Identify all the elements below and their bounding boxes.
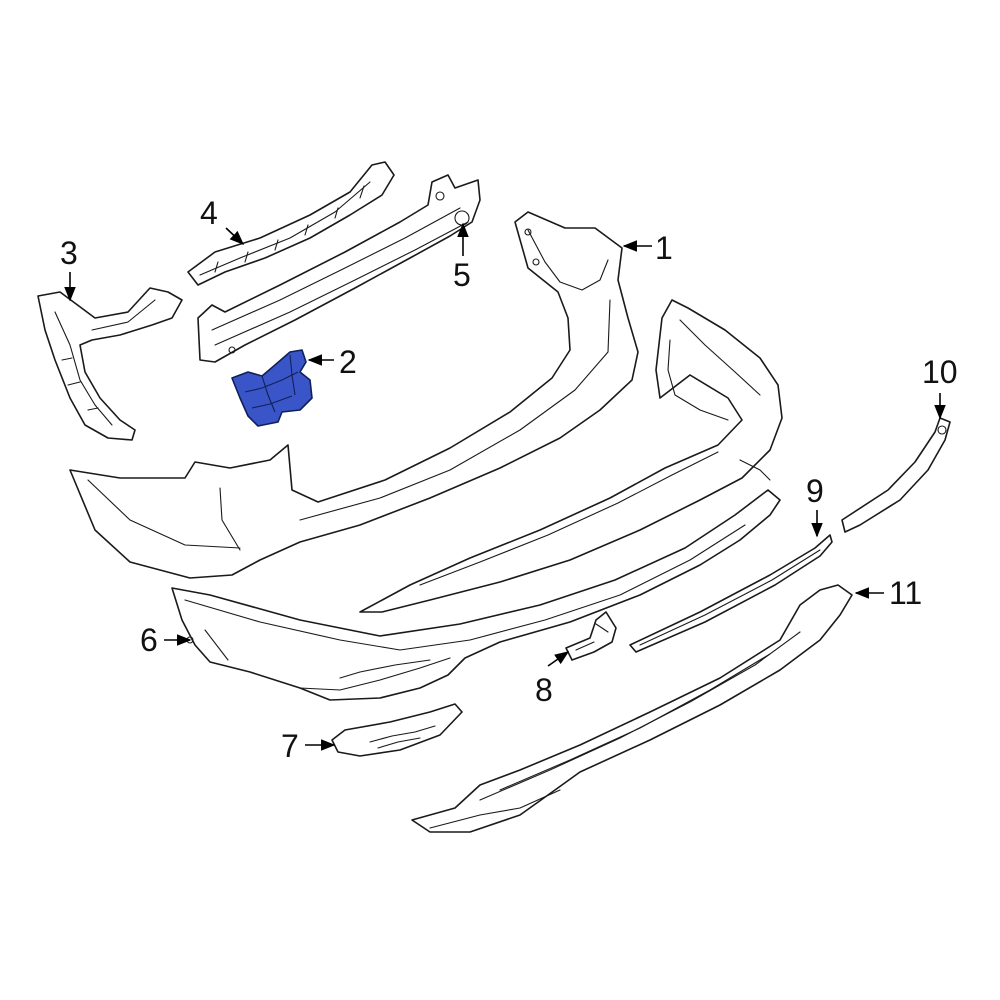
callout-1: 1 [655,230,673,266]
callout-labels: 1 2 3 4 5 6 7 8 9 10 11 [60,195,958,764]
callout-7: 7 [281,728,299,764]
part-5-reinforcement-beam[interactable] [197,174,481,363]
callout-9: 9 [806,473,824,509]
part-7-lower-trim[interactable] [331,703,463,757]
callout-5: 5 [453,257,471,293]
part-4-upper-absorber[interactable] [187,161,395,286]
part-6-lower-bumper-cover[interactable] [171,489,781,701]
part-9-trim-strip[interactable] [629,534,833,653]
leader-lines [64,222,946,751]
part-2-highlighted-bracket[interactable] [231,349,313,427]
part-11-diffuser[interactable] [411,584,853,833]
callout-6: 6 [140,622,158,658]
part-1-bumper-cover-right[interactable] [359,299,783,613]
part-3-left-bracket[interactable] [37,287,183,441]
part-10-side-trim[interactable] [841,417,951,533]
part-8-sensor-bracket[interactable] [565,611,617,661]
callout-11: 11 [889,575,922,611]
leader-8 [547,651,570,667]
callout-4: 4 [200,195,218,231]
callout-3: 3 [60,235,78,271]
part-1-bumper-cover[interactable] [69,211,639,579]
callout-10: 10 [922,354,958,390]
callout-8: 8 [535,672,553,708]
leader-4 [225,227,245,245]
callout-2: 2 [339,344,357,380]
